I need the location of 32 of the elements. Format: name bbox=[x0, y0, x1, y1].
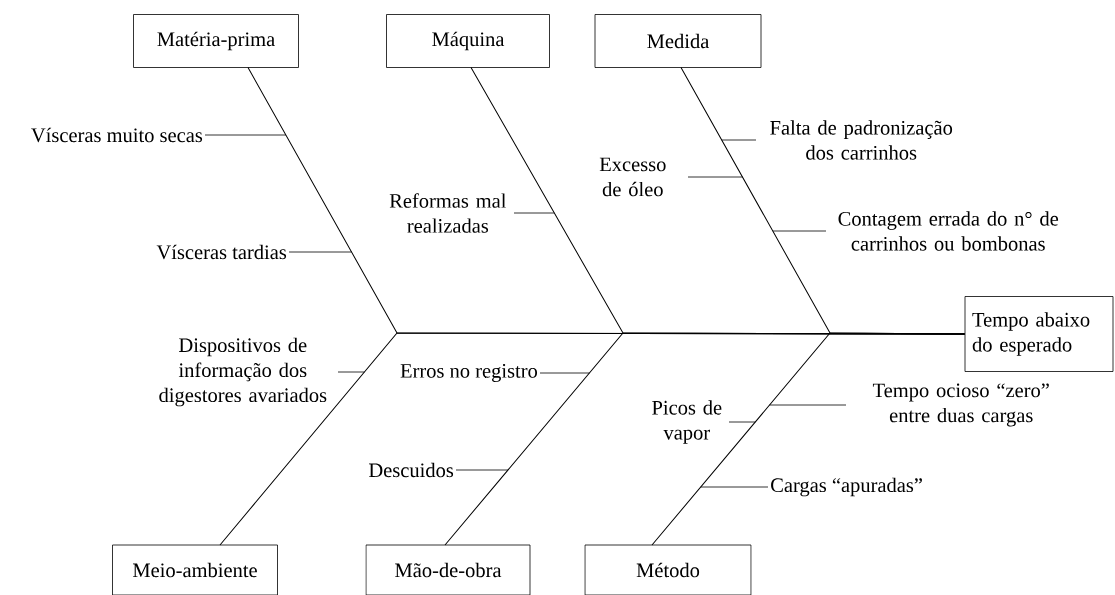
cause-label: Dispositivos de informação dos digestores avariados bbox=[159, 337, 327, 407]
category-box: Meio-ambiente bbox=[112, 544, 278, 595]
leader-line bbox=[769, 404, 847, 406]
leader-line bbox=[288, 251, 352, 253]
category-box: Matéria-prima bbox=[133, 14, 299, 68]
category-box: Mão-de-obra bbox=[365, 544, 531, 595]
cause-label: Excesso de óleo bbox=[599, 157, 666, 197]
cause-label: Cargas “apuradas” bbox=[771, 477, 922, 497]
cause-label: Falta de padronização dos carrinhos bbox=[770, 120, 953, 160]
category-box: Máquina bbox=[386, 14, 550, 68]
leader-line bbox=[204, 134, 287, 136]
cause-label: Vísceras tardias bbox=[156, 244, 287, 260]
cause-label: Picos de vapor bbox=[652, 400, 722, 444]
cause-label: Vísceras muito secas bbox=[31, 127, 203, 143]
leader-line bbox=[721, 139, 757, 141]
cause-label: Erros no registro bbox=[400, 364, 538, 382]
cause-label: Contagem errada do n° de carrinhos ou bombonas bbox=[838, 211, 1059, 251]
cause-label: Tempo ocioso “zero” entre duas cargas bbox=[872, 383, 1049, 427]
cause-label: Reformas mal realizadas bbox=[389, 193, 507, 233]
cause-label: Descuidos bbox=[369, 462, 454, 478]
leader-line bbox=[728, 421, 756, 423]
leader-line bbox=[539, 372, 590, 374]
category-box: Método bbox=[584, 544, 752, 595]
leader-line bbox=[455, 469, 509, 471]
effect-box: Tempo abaixo do esperado bbox=[964, 296, 1114, 372]
leader-line bbox=[337, 371, 365, 373]
leader-line bbox=[687, 176, 743, 178]
bone-line bbox=[651, 332, 966, 546]
leader-line bbox=[513, 212, 555, 214]
category-box: Medida bbox=[594, 14, 762, 68]
leader-line bbox=[700, 486, 769, 488]
leader-line bbox=[772, 230, 827, 232]
